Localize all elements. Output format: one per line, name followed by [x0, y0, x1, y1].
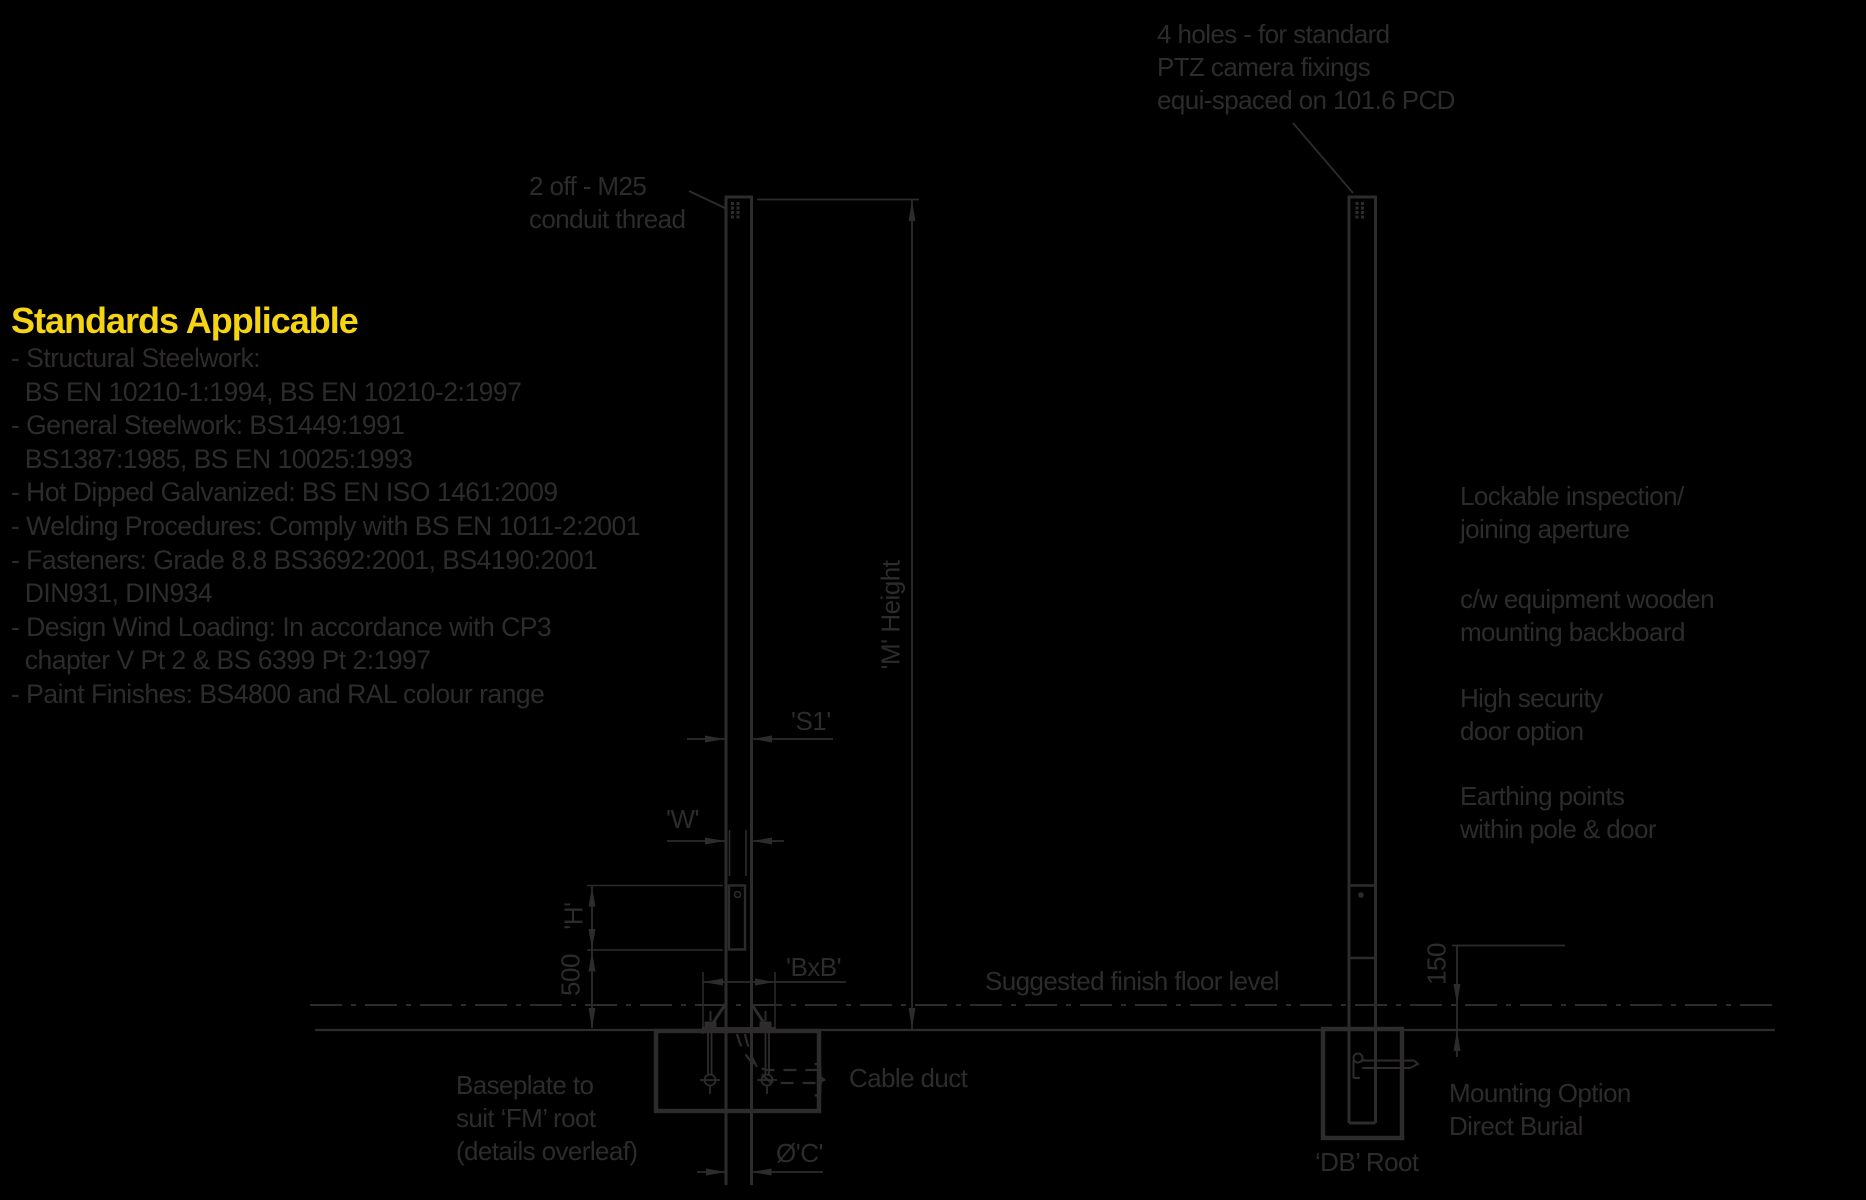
conduit-thread-detail-right [1355, 202, 1364, 219]
dim-h-label: 'H' [558, 902, 589, 930]
conduit-thread-note: 2 off - M25 conduit thread [529, 171, 686, 234]
dim-m-height [757, 198, 919, 1029]
anchor-bolts [700, 1033, 777, 1094]
standards-list: - Structural Steelwork: BS EN 10210-1:19… [11, 342, 640, 712]
cable-duct-path [735, 1033, 817, 1085]
dim-w-label: 'W' [666, 804, 699, 834]
cable-duct-label: Cable duct [849, 1063, 968, 1093]
dim-150 [1452, 944, 1565, 1057]
db-root-label: ‘DB’ Root [1315, 1147, 1419, 1177]
baseplate-note: Baseplate to suit ‘FM’ root (details ove… [456, 1070, 638, 1166]
standards-item: BS1387:1985, BS EN 10025:1993 [11, 443, 413, 474]
pole-door [727, 830, 747, 951]
fm-foundation [653, 1028, 822, 1114]
earthing-bar [1352, 1052, 1420, 1079]
right-pole [1347, 195, 1377, 1125]
dim-s1 [687, 735, 833, 743]
standards-item: - Fasteners: Grade 8.8 BS3692:2001, BS41… [11, 544, 598, 575]
db-foundation [1320, 1026, 1405, 1141]
dim-bxb [702, 972, 846, 1034]
floor-level-label: Suggested finish floor level [985, 966, 1280, 996]
standards-item: - Structural Steelwork: [11, 343, 261, 373]
dim-w [667, 837, 784, 845]
feature-note-inspection: Lockable inspection/ joining aperture [1460, 481, 1684, 544]
dim-s1-label: 'S1' [791, 706, 831, 736]
leader-lines [688, 122, 1354, 210]
standards-item: chapter V Pt 2 & BS 6399 Pt 2:1997 [11, 645, 431, 676]
feature-note-earthing: Earthing points within pole & door [1460, 781, 1656, 844]
mounting-option-note: Mounting Option Direct Burial [1449, 1078, 1631, 1141]
left-pole [707, 195, 770, 1185]
dim-h [587, 884, 723, 951]
standards-item: - Hot Dipped Galvanized: BS EN ISO 1461:… [11, 477, 558, 508]
dim-m-height-label: 'M' Height [875, 560, 906, 670]
standards-item: - General Steelwork: BS1449:1991 [11, 410, 405, 441]
standards-item: - Welding Procedures: Comply with BS EN … [11, 510, 640, 541]
feature-note-door: High security door option [1460, 683, 1603, 746]
standards-item: BS EN 10210-1:1994, BS EN 10210-2:1997 [11, 376, 522, 407]
cable-duct-bracket: } [814, 1056, 827, 1097]
standards-item: - Paint Finishes: BS4800 and RAL colour … [11, 678, 545, 709]
camera-fixings-note: 4 holes - for standard PTZ camera fixing… [1157, 19, 1455, 115]
feature-note-backboard: c/w equipment wooden mounting backboard [1460, 584, 1715, 647]
dim-150-label: 150 [1421, 943, 1452, 985]
dim-c-diameter [697, 1168, 823, 1176]
dim-bxb-label: 'BxB' [786, 952, 842, 982]
conduit-thread-detail [731, 202, 740, 219]
standards-title: Standards Applicable [11, 300, 359, 341]
dim-500-label: 500 [555, 954, 586, 996]
dim-c-label: Ø'C' [776, 1138, 823, 1168]
standards-item: DIN931, DIN934 [11, 578, 213, 609]
standards-item: - Design Wind Loading: In accordance wit… [11, 611, 552, 642]
dim-500 [588, 950, 596, 1028]
right-pole-door [1349, 884, 1376, 960]
